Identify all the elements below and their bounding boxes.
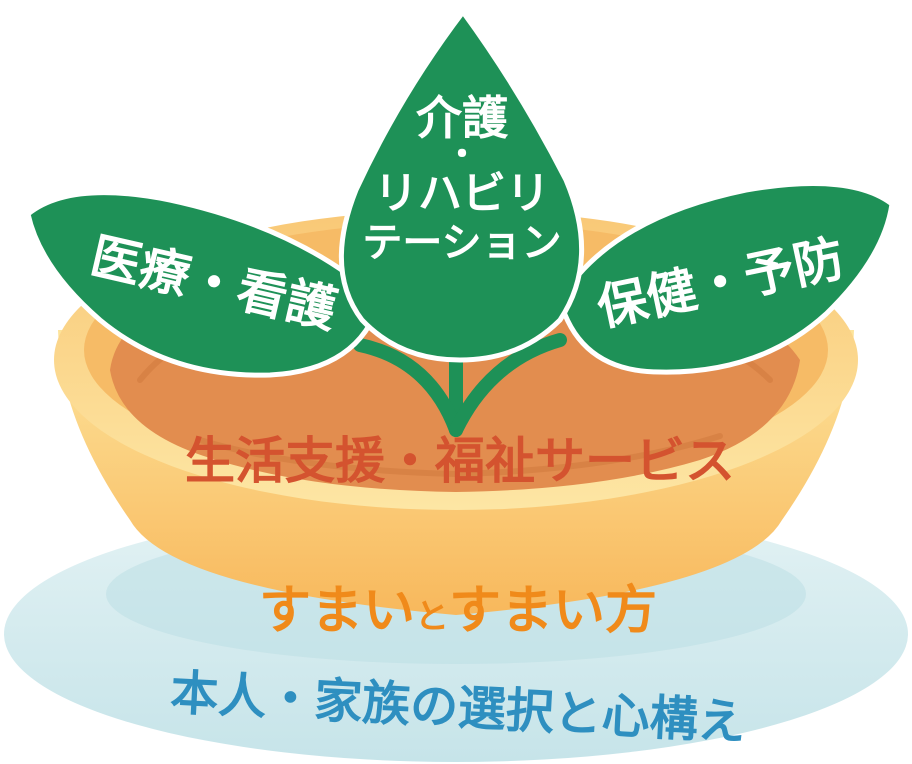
pot-label: すまいとすまい方: [259, 581, 657, 641]
leaf-center: 介護 ・ リハビリ テーション: [338, 7, 585, 363]
leaf-left: 医療・看護: [25, 190, 383, 378]
leaf-center-label-line3: リハビリ: [374, 168, 550, 219]
leaf-center-label-line4: テーション: [362, 220, 561, 266]
leaf-right: 保健・予防: [557, 181, 895, 375]
leaf-center-label-line2: ・: [445, 135, 479, 175]
leaf-center-label-line1: 介護: [416, 91, 509, 145]
pot-label-particle: と: [415, 597, 449, 637]
soil-label: 生活支援・福祉サービス: [185, 432, 735, 490]
pot-label-suffix: すまい方: [449, 581, 657, 641]
stem-left: [353, 338, 463, 437]
pot-label-prefix: すまい: [259, 581, 415, 641]
stem-right: [449, 333, 567, 437]
